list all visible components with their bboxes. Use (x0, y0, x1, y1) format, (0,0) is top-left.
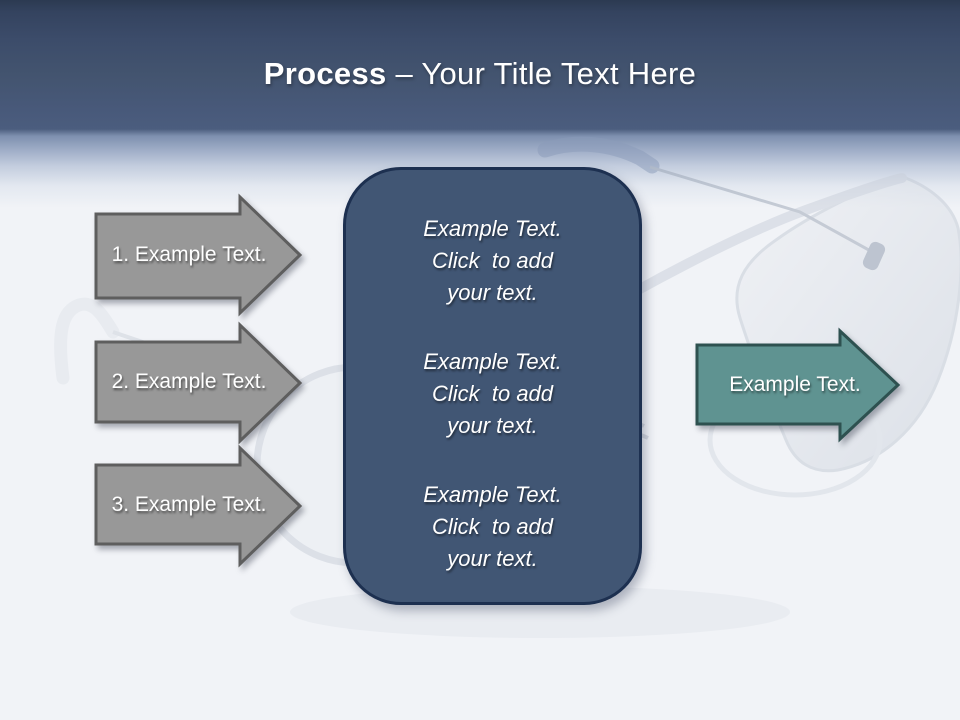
box-text-group-3[interactable]: Example Text. Click to add your text. (423, 479, 562, 575)
temple-arm-top (537, 136, 660, 174)
process-arrow-3-shape[interactable] (94, 444, 303, 568)
page-title: Process – Your Title Text Here (0, 56, 960, 92)
process-arrow-3-label: 3. Example Text. (111, 493, 267, 516)
box-text-line: Click to add (431, 381, 554, 406)
process-arrow-1-shape[interactable] (94, 193, 303, 317)
box-text-line: Example Text. (423, 349, 562, 374)
box-text-line: Click to add (431, 248, 554, 273)
box-text-group-2[interactable]: Example Text. Click to add your text. (423, 346, 562, 442)
center-text-box[interactable]: Example Text. Click to add your text. Ex… (343, 167, 642, 605)
result-arrow-shape[interactable] (695, 327, 901, 443)
hinge (862, 241, 886, 271)
box-text-line: your text. (447, 546, 538, 571)
box-text-line: Click to add (431, 514, 554, 539)
box-text-group-1[interactable]: Example Text. Click to add your text. (423, 213, 562, 309)
page-title-rest: – Your Title Text Here (395, 56, 697, 91)
process-arrow-2-shape[interactable] (94, 321, 303, 445)
box-text-line: your text. (447, 413, 538, 438)
temple-wire (649, 165, 877, 256)
temple-arm-left (54, 297, 120, 385)
result-arrow-label: Example Text. (729, 373, 861, 396)
box-text-line: Example Text. (423, 482, 562, 507)
process-arrow-1-label: 1. Example Text. (111, 243, 267, 266)
process-arrow-2-label: 2. Example Text. (111, 370, 267, 393)
box-text-line: Example Text. (423, 216, 562, 241)
page-title-bold: Process (263, 56, 387, 91)
box-text-line: your text. (447, 280, 538, 305)
